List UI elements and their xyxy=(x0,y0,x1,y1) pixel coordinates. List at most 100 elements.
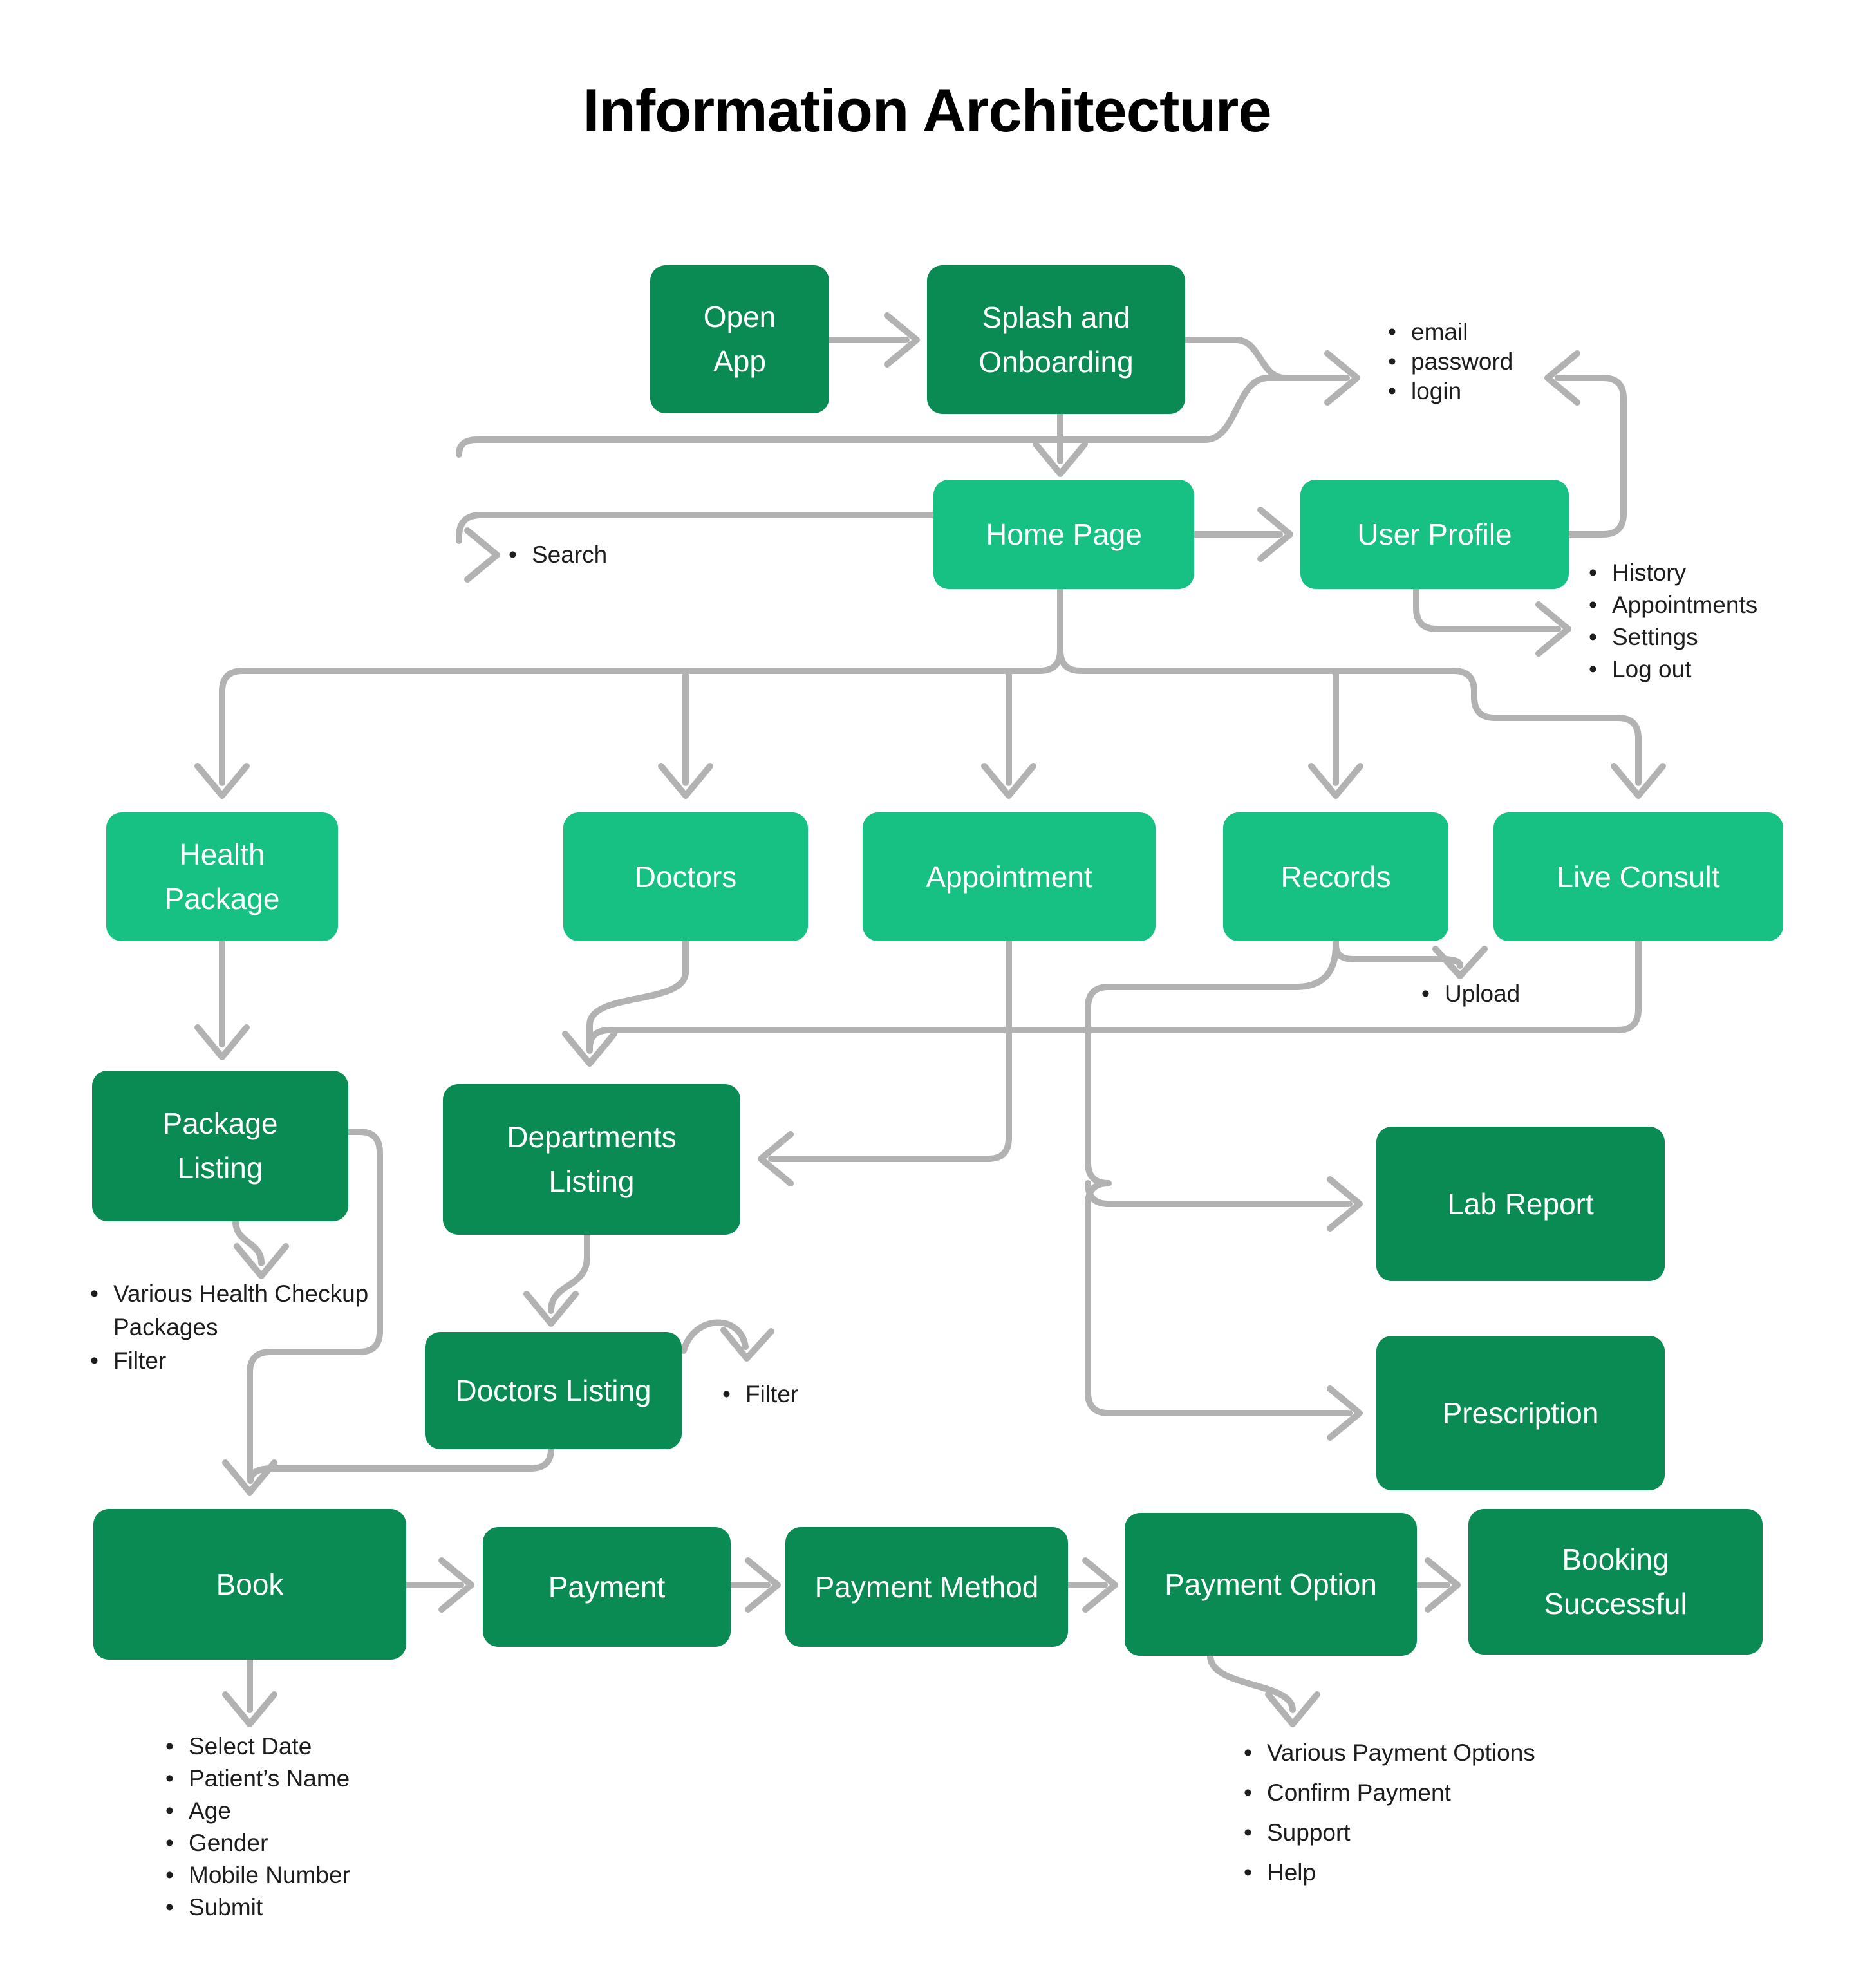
connector-records-to-upload xyxy=(1333,938,1488,979)
connector-home-distributor xyxy=(194,586,1666,799)
list-item-label: Support xyxy=(1267,1819,1351,1846)
bullet-dot: • xyxy=(165,1862,174,1888)
node-live-consult: Live Consult xyxy=(1494,812,1783,941)
bullet-dot: • xyxy=(165,1894,174,1920)
node-departments-listing: Departments Listing xyxy=(443,1084,740,1235)
list-item: •Patient’s Name xyxy=(165,1763,350,1795)
list-item-label: Various Health Checkup Packages xyxy=(113,1280,369,1340)
bullet-dot: • xyxy=(165,1797,174,1824)
list-item: •Filter xyxy=(90,1344,373,1378)
node-label: Splash and Onboarding xyxy=(979,300,1134,379)
node-label: Home Page xyxy=(986,517,1142,551)
node-label: Doctors Listing xyxy=(455,1373,651,1407)
bullet-dot: • xyxy=(1244,1819,1252,1846)
connector-packagelisting-to-book xyxy=(222,1129,383,1496)
list-item: •Help xyxy=(1244,1853,1535,1893)
list-item-label: Select Date xyxy=(189,1733,312,1759)
node-label: Prescription xyxy=(1442,1396,1599,1430)
list-item: •login xyxy=(1388,377,1513,406)
node-label: Health Package xyxy=(164,838,280,915)
bullet-dot: • xyxy=(1589,624,1597,650)
node-label: Departments Listing xyxy=(507,1120,677,1198)
connector-appointment-to-departments xyxy=(758,938,1012,1186)
connector-records-to-reports xyxy=(1085,942,1363,1441)
list-item: • Select Date xyxy=(165,1730,350,1763)
node-prescription: Prescription xyxy=(1376,1336,1665,1490)
list-item-label: Upload xyxy=(1445,980,1521,1007)
node-payment-option: Payment Option xyxy=(1125,1513,1417,1656)
list-item-label: Age xyxy=(189,1797,231,1824)
list-item-label: Patient’s Name xyxy=(189,1765,350,1792)
bullet-dot: • xyxy=(1244,1859,1252,1886)
list-item: •Log out xyxy=(1589,653,1757,686)
connector-splash-to-home xyxy=(1033,411,1088,477)
node-package-listing: Package Listing xyxy=(92,1071,348,1221)
bullet-dot: • xyxy=(722,1381,731,1407)
connector-home-to-profile xyxy=(1191,507,1293,562)
bullet-dot: • xyxy=(1589,559,1597,586)
node-health-package: Health Package xyxy=(106,812,338,941)
list-item-label: password xyxy=(1411,348,1513,375)
bullet-dot: • xyxy=(1244,1739,1252,1766)
bullet-dot: • xyxy=(1388,319,1396,345)
connector-profile-to-login xyxy=(1544,350,1627,538)
book-fields-bullet-list: •Select Date•Patient’s Name•Age•Gender•M… xyxy=(165,1730,350,1924)
node-label: Payment Option xyxy=(1165,1567,1377,1601)
connector-option-to-success xyxy=(1414,1557,1461,1613)
list-item-label: Settings xyxy=(1612,624,1698,650)
connector-doctorslisting-to-book xyxy=(247,1446,554,1484)
list-item-label: Confirm Payment xyxy=(1267,1779,1451,1806)
list-item: •Filter xyxy=(722,1379,798,1410)
connector-doctorslisting-to-filter xyxy=(680,1319,774,1362)
node-appointment: Appointment xyxy=(863,812,1156,941)
list-item-label: Gender xyxy=(189,1830,268,1856)
list-item-label: Search xyxy=(532,541,608,568)
connector-splash-to-login xyxy=(1182,337,1360,406)
connector-doctors-to-departments xyxy=(562,938,689,1067)
search-bullet-list: •Search xyxy=(509,539,607,570)
connector-home-to-search xyxy=(456,512,937,583)
payment-option-bullet-list: •Various Payment Options•Confirm Payment… xyxy=(1244,1733,1535,1893)
node-label: Book xyxy=(216,1567,284,1601)
connector-method-to-option xyxy=(1065,1557,1118,1613)
bullet-dot: • xyxy=(1388,378,1396,404)
node-label: Payment Method xyxy=(814,1570,1039,1604)
node-label: Appointment xyxy=(926,859,1092,894)
doctors-listing-filter-bullet-list: •Filter xyxy=(722,1379,798,1410)
node-payment-method: Payment Method xyxy=(785,1527,1068,1647)
bullet-dot: • xyxy=(1244,1779,1252,1806)
list-item: •Various Payment Options xyxy=(1244,1733,1535,1773)
node-label: Payment xyxy=(548,1570,666,1604)
node-label: Booking Successful xyxy=(1544,1543,1687,1620)
list-item-label: Appointments xyxy=(1612,592,1758,618)
connector-option-to-bullets xyxy=(1207,1653,1320,1727)
connector-book-to-payment xyxy=(403,1557,474,1613)
connector-packagelisting-to-bullets xyxy=(232,1218,289,1279)
package-listing-bullet-list: • Various Health Checkup Packages •Filter xyxy=(90,1277,373,1378)
connector-liveconsult-to-departments xyxy=(586,938,1642,1051)
node-label: Live Consult xyxy=(1557,859,1720,894)
connector-profile-to-menu xyxy=(1413,586,1571,657)
list-item: • Age xyxy=(165,1795,350,1827)
bullet-dot: • xyxy=(165,1733,174,1759)
list-item-label: History xyxy=(1612,559,1687,586)
node-book: Book xyxy=(93,1509,406,1660)
node-lab-report: Lab Report xyxy=(1376,1127,1665,1281)
list-item: • Settings xyxy=(1589,621,1757,653)
node-label: Records xyxy=(1280,859,1391,894)
connector-book-to-fields xyxy=(222,1656,277,1727)
node-label: User Profile xyxy=(1357,517,1512,551)
bullet-dot: • xyxy=(1589,592,1597,618)
list-item: • Various Health Checkup Packages xyxy=(90,1277,373,1344)
node-records: Records xyxy=(1223,812,1448,941)
node-label: Doctors xyxy=(634,859,737,894)
list-item: • Confirm Payment xyxy=(1244,1773,1535,1813)
list-item: • History xyxy=(1589,557,1757,589)
node-label: Open App xyxy=(703,300,776,378)
bullet-dot: • xyxy=(90,1280,98,1307)
list-item: • Support xyxy=(1244,1813,1535,1853)
profile-menu-bullet-list: • History • Appointments • Settings •Log out xyxy=(1589,557,1757,686)
list-item: •Submit xyxy=(165,1891,350,1924)
bullet-dot: • xyxy=(1421,980,1430,1007)
